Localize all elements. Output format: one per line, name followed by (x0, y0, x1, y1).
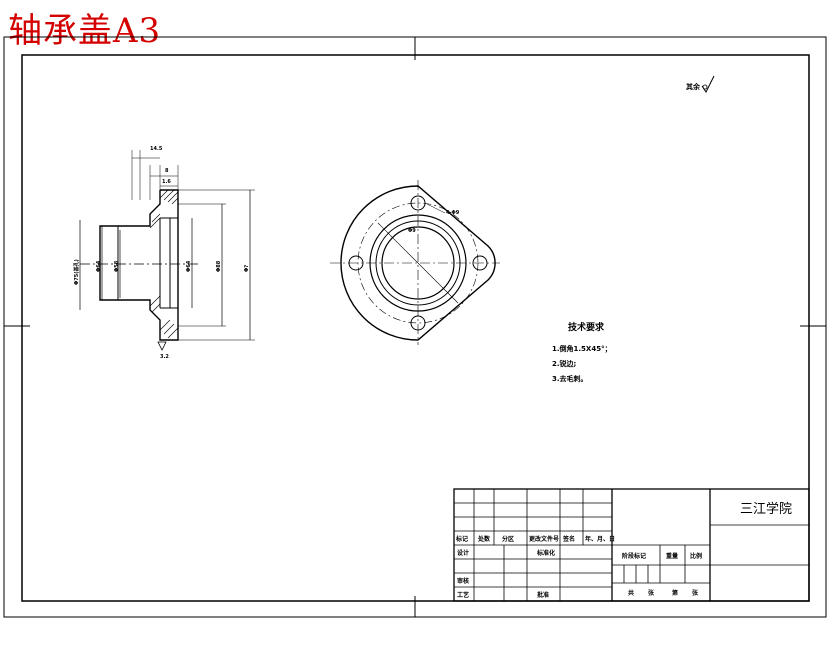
school-name: 三江学院 (740, 501, 792, 517)
tb-label-design: 设计 (457, 549, 469, 557)
dim-top-b: 8 (165, 168, 169, 174)
tech-item-1: 1.倒角1.5X45°； (552, 344, 612, 353)
surface-roughness-symbol: 其余 (686, 75, 715, 93)
tb-sheet-unit-1: 张 (648, 589, 655, 597)
dim-hole: 4-Φ9 (446, 210, 460, 216)
surface-mark-text: 其余 (686, 82, 701, 91)
section-view (79, 150, 255, 351)
technical-requirements: 技术要求 1.倒角1.5X45°； 2.锐边; 3.去毛刺。 (552, 321, 612, 383)
tb-sheet-index: 第 (671, 589, 678, 597)
tb-label-zone: 分区 (502, 535, 514, 543)
tb-sheet-total: 共 (628, 589, 634, 597)
inner-border (21, 54, 810, 602)
title-block (453, 488, 810, 602)
dim-left-note: Φ75(基孔) (73, 259, 80, 285)
dim-d3: Φ64 (186, 260, 192, 272)
tech-item-3: 3.去毛刺。 (552, 374, 588, 383)
dim-top-c: 1.6 (162, 179, 171, 185)
tb-label-change-doc: 更改文件号 (529, 535, 559, 543)
dim-d1: Φ64 (96, 260, 102, 272)
tb-label-stage: 阶段标记 (622, 552, 646, 560)
dim-center: Φ9 (408, 228, 416, 234)
front-view (330, 180, 500, 345)
dim-d4: Φ88 (216, 260, 222, 272)
tb-label-weight: 重量 (666, 552, 678, 560)
tb-label-review: 审核 (457, 577, 469, 585)
outer-frame (3, 36, 827, 618)
dim-top-a: 14.5 (150, 146, 163, 152)
tb-sheet-unit-2: 张 (692, 589, 699, 597)
tb-label-scale: 比例 (690, 552, 702, 560)
tb-label-count: 处数 (477, 535, 491, 543)
tb-label-date: 年、月、日 (585, 535, 615, 543)
tb-label-sign: 签名 (562, 535, 575, 543)
tb-label-standard: 标准化 (536, 549, 555, 557)
dim-d2: Φ58 (114, 260, 120, 272)
tech-heading: 技术要求 (568, 321, 605, 333)
roughness-value: 3.2 (160, 354, 169, 360)
tb-label-mark: 标记 (455, 535, 468, 543)
tb-label-approve: 批准 (537, 591, 549, 599)
centering-marks (4, 37, 826, 617)
drawing-title-banner: 轴承盖A3 (8, 11, 162, 51)
tech-item-2: 2.锐边; (552, 359, 577, 368)
dim-d5: Φ? (244, 265, 250, 272)
tb-label-process: 工艺 (457, 591, 469, 599)
